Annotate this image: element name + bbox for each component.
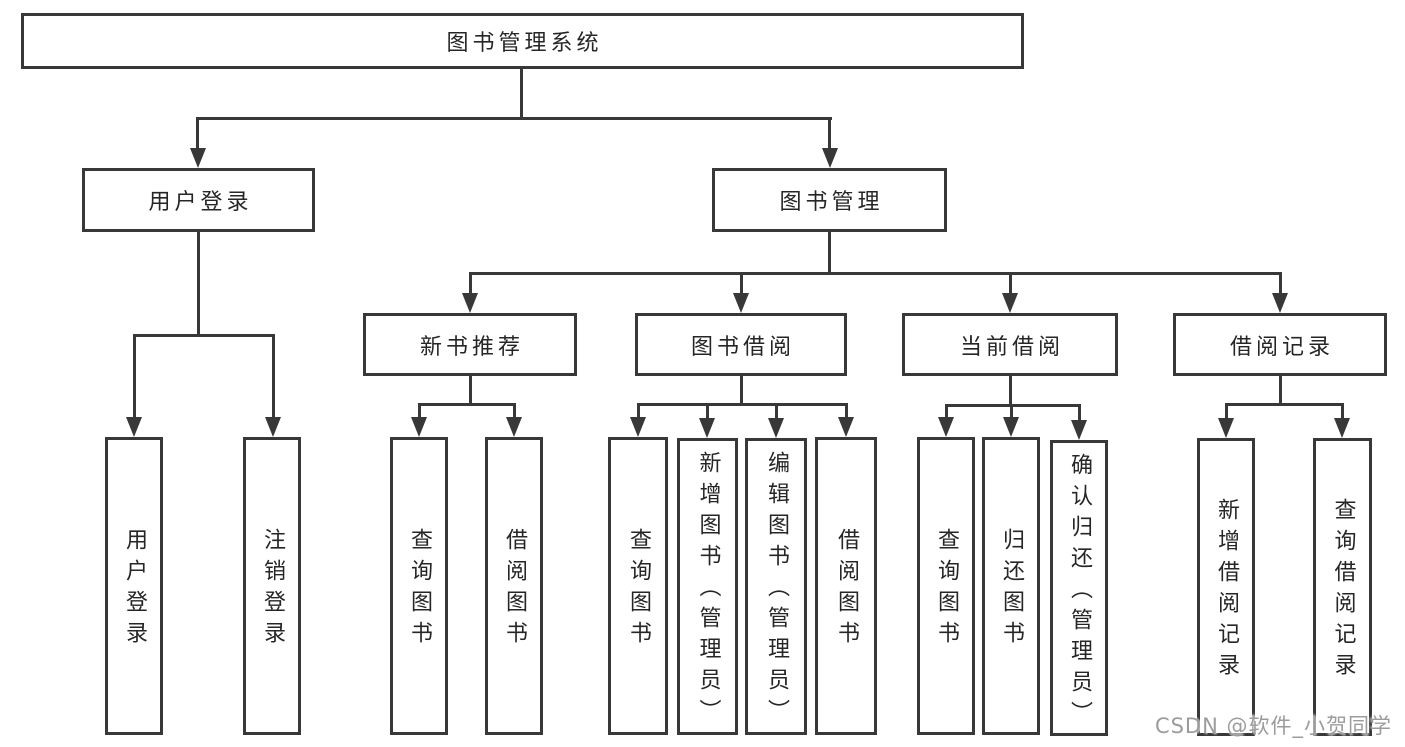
connector-line: [513, 403, 516, 419]
node-label: 借阅图书: [834, 528, 859, 652]
connector-line: [740, 272, 743, 296]
leaf-query-book-recommend: 查询图书: [390, 437, 448, 735]
node-label: 用户登录: [122, 528, 147, 652]
connector-line: [418, 403, 516, 406]
leaf-query-book-borrow: 查询图书: [608, 437, 668, 735]
node-book-management: 图书管理: [712, 168, 947, 232]
leaf-confirm-return-admin: 确认归还（管理员）: [1050, 440, 1108, 736]
connector-line: [1341, 403, 1344, 420]
connector-line: [469, 272, 1282, 275]
leaf-logout: 注销登录: [243, 437, 301, 735]
node-label: 查询图书: [407, 528, 432, 652]
connector-line: [272, 334, 275, 418]
csdn-watermark: CSDN @软件_小贺同学: [1154, 714, 1392, 738]
arrowhead-icon: [126, 417, 142, 437]
connector-line: [1009, 272, 1012, 296]
node-label: 借阅图书: [502, 528, 527, 652]
node-label: 查询图书: [626, 528, 651, 652]
node-label: 图书管理: [779, 190, 884, 215]
connector-line: [1225, 403, 1344, 406]
leaf-user-login: 用户登录: [105, 437, 163, 735]
arrowhead-icon: [1002, 293, 1018, 313]
connector-line: [740, 376, 743, 406]
node-book-borrow: 图书借阅: [635, 313, 847, 376]
node-label: 归还图书: [999, 528, 1024, 652]
arrowhead-icon: [822, 148, 838, 168]
node-label: 新书推荐: [419, 334, 524, 360]
leaf-borrow-book-recommend: 借阅图书: [485, 437, 543, 735]
connector-line: [828, 117, 831, 149]
arrowhead-icon: [768, 418, 784, 438]
connector-line: [197, 232, 200, 337]
arrowhead-icon: [462, 293, 478, 313]
connector-line: [469, 272, 472, 296]
node-user-login: 用户登录: [82, 168, 315, 232]
leaf-add-book-admin: 新增图书（管理员）: [677, 438, 738, 735]
connector-line: [1010, 404, 1013, 419]
leaf-edit-book-admin: 编辑图书（管理员）: [745, 438, 807, 735]
arrowhead-icon: [1003, 417, 1019, 437]
connector-line: [637, 403, 640, 419]
arrowhead-icon: [733, 293, 749, 313]
arrowhead-icon: [1334, 418, 1350, 438]
arrowhead-icon: [630, 417, 646, 437]
node-label: 注销登录: [260, 528, 285, 652]
connector-line: [469, 376, 472, 406]
connector-line: [945, 404, 1081, 407]
connector-line: [1009, 376, 1012, 407]
node-label: 新增借阅记录: [1214, 498, 1239, 684]
connector-line: [196, 117, 199, 149]
node-label: 编辑图书（管理员）: [764, 451, 789, 730]
connector-line: [1279, 272, 1282, 296]
node-label: 图书借阅: [690, 334, 795, 360]
node-library-system-root: 图书管理系统: [21, 13, 1024, 69]
leaf-return-book: 归还图书: [982, 437, 1040, 735]
node-label: 查询借阅记录: [1330, 498, 1356, 684]
arrowhead-icon: [506, 417, 522, 437]
arrowhead-icon: [265, 417, 281, 437]
arrowhead-icon: [1218, 418, 1234, 438]
node-label: 用户登录: [148, 190, 253, 215]
node-label: 确认归还（管理员）: [1067, 452, 1092, 732]
connector-line: [1279, 376, 1282, 406]
node-borrow-records: 借阅记录: [1173, 313, 1387, 376]
connector-line: [520, 68, 523, 119]
arrowhead-icon: [838, 417, 854, 437]
node-label: 新增图书（管理员）: [695, 451, 721, 730]
node-label: 图书管理系统: [446, 31, 603, 56]
arrowhead-icon: [411, 417, 427, 437]
node-current-borrow: 当前借阅: [902, 313, 1118, 376]
leaf-add-borrow-record: 新增借阅记录: [1197, 438, 1255, 736]
connector-line: [845, 403, 848, 419]
node-label: 查询图书: [934, 528, 959, 652]
arrowhead-icon: [1272, 293, 1288, 313]
arrowhead-icon: [938, 417, 954, 437]
connector-line: [706, 403, 709, 420]
connector-line: [828, 232, 831, 274]
connector-line: [1225, 403, 1228, 420]
arrowhead-icon: [1071, 420, 1087, 440]
leaf-query-book-current: 查询图书: [917, 437, 975, 735]
arrowhead-icon: [190, 148, 206, 168]
connector-line: [1078, 404, 1081, 422]
connector-line: [196, 117, 832, 120]
connector-line: [133, 334, 275, 337]
leaf-query-borrow-record: 查询借阅记录: [1313, 438, 1372, 736]
connector-line: [133, 334, 136, 418]
node-new-book-recommend: 新书推荐: [363, 313, 577, 376]
connector-line: [945, 404, 948, 419]
leaf-borrow-book: 借阅图书: [815, 437, 877, 735]
node-label: 借阅记录: [1229, 334, 1334, 360]
connector-line: [775, 403, 778, 420]
connector-line: [637, 403, 847, 406]
arrowhead-icon: [699, 418, 715, 438]
connector-line: [418, 403, 421, 419]
node-label: 当前借阅: [959, 334, 1064, 360]
